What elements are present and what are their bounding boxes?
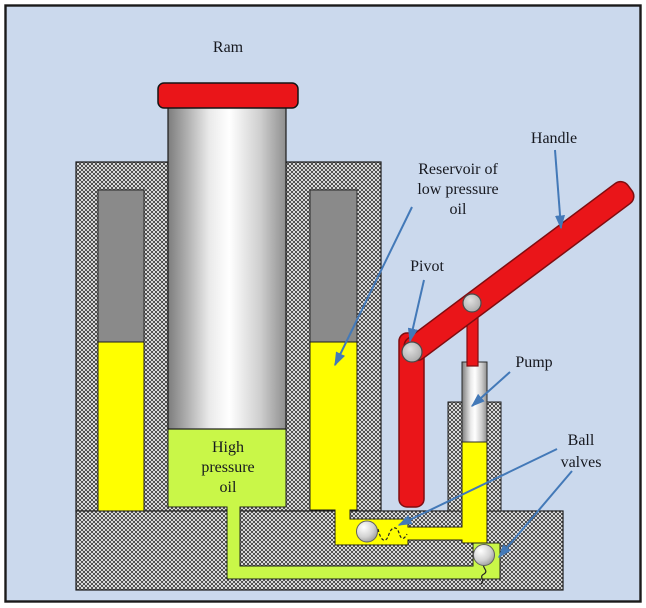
reservoir-left-column	[97, 341, 145, 512]
rod-link-pin	[462, 293, 482, 313]
suction-valve-spring	[377, 527, 408, 541]
ball-valve-discharge	[473, 544, 495, 566]
pump-cylinder-wall-left	[447, 401, 463, 512]
guide-block-right	[309, 189, 358, 343]
pump-cylinder-wall-right	[486, 401, 502, 512]
ball-valve-leader-arrow-1	[397, 448, 558, 526]
discharge-valve-spring	[480, 562, 487, 585]
pivot-leader-arrow	[407, 279, 425, 343]
guide-block-left	[97, 189, 145, 343]
ball-valve-leader-arrow-2	[498, 470, 573, 559]
reservoir-leader-arrow	[334, 206, 413, 367]
ram-piston	[167, 106, 287, 430]
handle-leader-arrow	[554, 149, 566, 230]
pump-plunger	[461, 361, 488, 443]
pump-leader-arrow	[470, 371, 511, 407]
ball-valve-suction	[356, 520, 378, 543]
pivot-pin	[401, 341, 423, 363]
ram-saddle-cap	[157, 82, 299, 109]
